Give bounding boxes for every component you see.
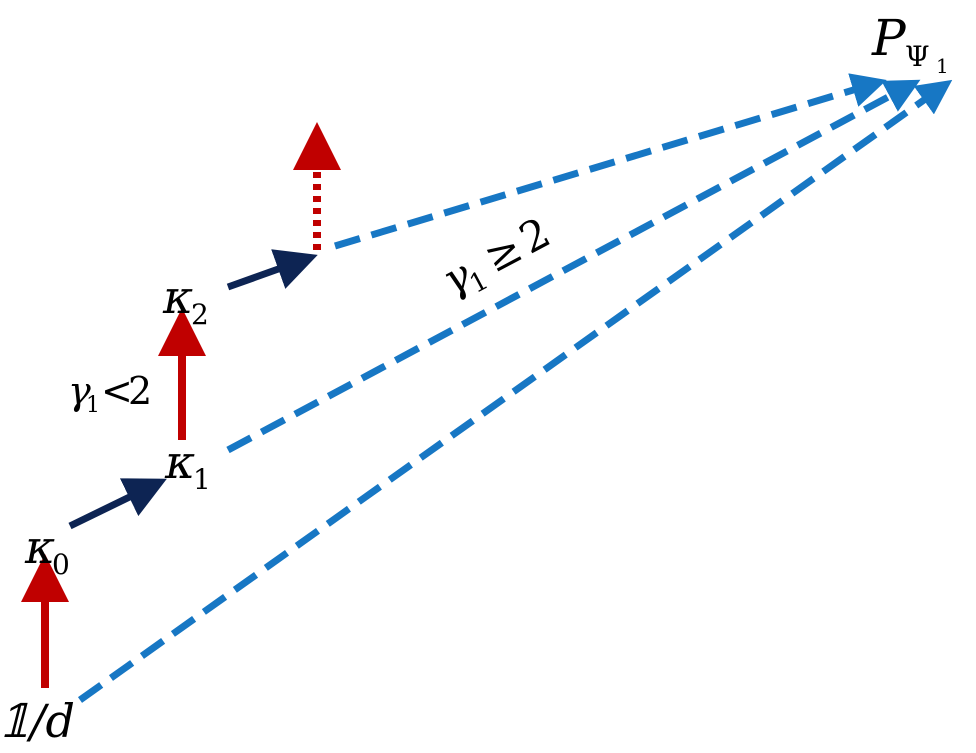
- kappa0-label: κ 0: [24, 520, 70, 581]
- svg-text:1: 1: [936, 54, 949, 78]
- svg-text:κ: κ: [164, 435, 195, 489]
- svg-text:2: 2: [191, 298, 209, 331]
- svg-text:κ: κ: [24, 520, 55, 574]
- navy-arrow-kappa2-to-next: [226, 249, 318, 291]
- svg-text:1: 1: [86, 393, 100, 418]
- p-psi1-label: P Ψ 1: [871, 9, 949, 78]
- navy-arrow-kappa0-to-kappa1: [68, 478, 167, 530]
- blue-dashed-arrow-middle: [226, 79, 921, 454]
- svg-text:2: 2: [128, 369, 152, 413]
- gamma-lt-2-label: γ 1 < 2: [68, 369, 152, 418]
- kappa1-label: κ 1: [164, 435, 211, 496]
- kappa2-label: κ 2: [162, 270, 209, 331]
- one-over-d-label: 𝟙/d: [0, 694, 75, 748]
- svg-text:<: <: [101, 369, 133, 413]
- blue-dashed-arrow-top: [333, 73, 887, 250]
- svg-text:κ: κ: [162, 270, 193, 324]
- svg-text:Ψ: Ψ: [905, 40, 930, 73]
- blue-dashed-arrow-bottom: [77, 79, 953, 703]
- gamma-ge-2-label: γ 1 ≥ 2: [434, 208, 558, 305]
- svg-text:0: 0: [52, 548, 70, 581]
- svg-text:γ: γ: [68, 369, 91, 413]
- svg-text:1: 1: [193, 463, 211, 496]
- svg-text:P: P: [871, 9, 907, 67]
